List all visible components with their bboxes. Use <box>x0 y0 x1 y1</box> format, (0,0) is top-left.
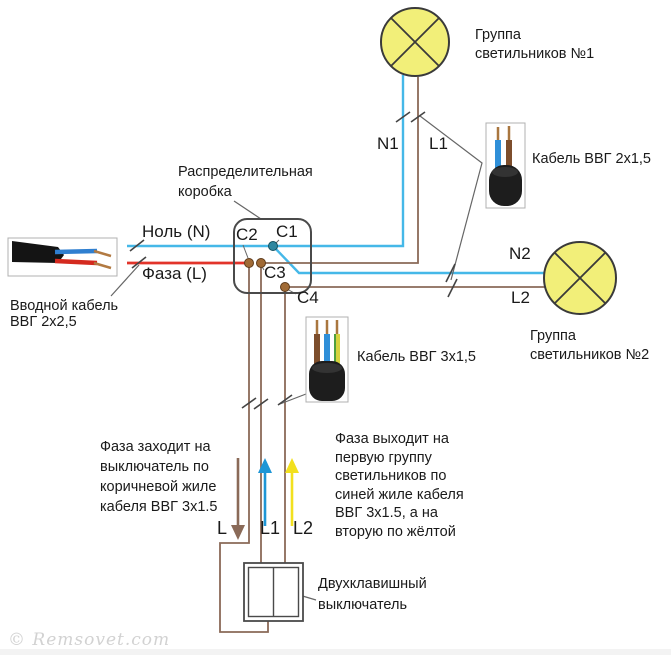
input-cable-image <box>7 237 118 277</box>
cable-2x15-label: Кабель ВВГ 2х1,5 <box>532 151 651 167</box>
cable-break-marks <box>129 111 458 410</box>
junction-box <box>233 218 312 294</box>
wire-n2-label: N2 <box>509 244 531 263</box>
terminal-c4-dot <box>280 282 290 292</box>
junction-box-label: Распределительная коробка <box>178 164 313 200</box>
wire-n1-label: N1 <box>377 134 399 153</box>
neutral-wire-n2-branch <box>272 245 544 275</box>
phase-label: Фаза (L) <box>142 264 207 283</box>
wire-l2-label: L2 <box>511 288 530 307</box>
cable-2x15-leader <box>419 115 483 281</box>
wire-l1-label: L1 <box>429 134 448 153</box>
terminal-c2-label: C2 <box>236 225 258 244</box>
input-cable-leader <box>110 264 140 297</box>
cable-3x15-label: Кабель ВВГ 3х1,5 <box>357 349 476 365</box>
note-phase-out: Фаза выходит на первую группу светильник… <box>335 431 464 540</box>
arrow-l1-label: L1 <box>260 518 281 538</box>
neutral-label: Ноль (N) <box>142 222 211 241</box>
l1-up-arrow <box>258 458 272 526</box>
l1-wire <box>261 77 419 264</box>
arrow-l2-label: L2 <box>293 518 314 538</box>
note-phase-in: Фаза заходит на выключатель по коричнево… <box>100 439 218 515</box>
terminal-c1-dot <box>268 241 278 251</box>
terminal-c3-label: C3 <box>264 263 286 282</box>
lamp-group1-label: Группа светильников №1 <box>475 27 595 62</box>
switch-label: Двухклавишный выключатель <box>318 576 427 613</box>
arrow-l-label: L <box>217 518 228 538</box>
terminal-c2-dot <box>244 258 254 268</box>
lamp-group1-symbol <box>380 7 450 77</box>
lamp-group2-label: Группа светильников №2 <box>530 328 650 363</box>
switch-symbol <box>243 562 304 622</box>
switch-feed-wire <box>219 263 269 633</box>
bottom-edge-strip <box>0 649 671 655</box>
terminal-c4-label: C4 <box>297 288 319 307</box>
cable-2x15-image <box>485 122 526 209</box>
cable-3x15-image <box>305 316 349 403</box>
neutral-wire-main <box>127 75 405 248</box>
cable-3x15-leader <box>279 393 307 405</box>
lamp-group2-symbol <box>543 241 617 315</box>
watermark: © Remsovet.com <box>8 630 171 650</box>
junction-box-leader <box>233 200 262 220</box>
l2-up-arrow <box>285 458 299 526</box>
terminal-c3-dot <box>256 258 266 268</box>
c2-tick <box>242 244 249 259</box>
input-cable-label: Вводной кабель ВВГ 2х2,5 <box>10 298 119 330</box>
phase-down-arrow <box>231 458 245 540</box>
terminal-c1-label: C1 <box>276 222 298 241</box>
